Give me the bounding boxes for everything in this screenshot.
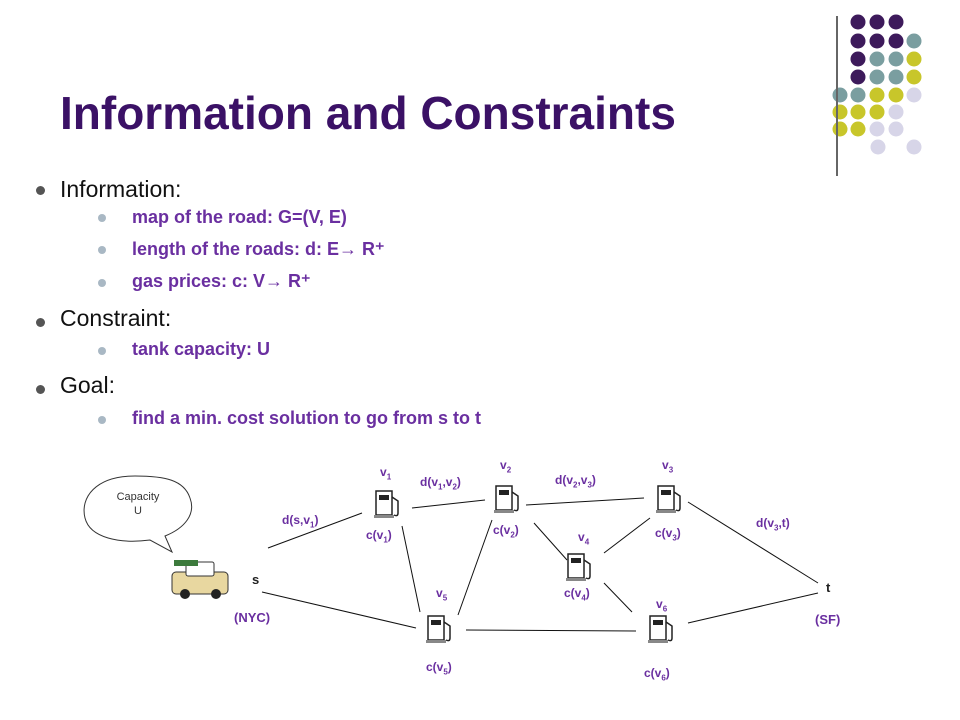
cost-v6: c(v6)	[644, 666, 670, 683]
decorative-dot	[888, 87, 904, 103]
sub-bullet-dot	[98, 279, 106, 287]
decorative-dot	[832, 87, 848, 103]
decorative-dot	[869, 69, 885, 85]
edge-v1-v2	[411, 499, 486, 509]
cost-v5: c(v5)	[426, 660, 452, 677]
decorative-dot	[850, 51, 866, 67]
edge-label-v2-v3: d(v2,v3)	[555, 473, 596, 490]
gas-pump-icon	[494, 485, 519, 513]
decorative-dot	[850, 87, 866, 103]
page-title: Information and Constraints	[60, 87, 676, 139]
node-v5-label: v5	[436, 586, 448, 603]
decorative-dot	[906, 87, 922, 103]
gas-pump-icon	[566, 553, 591, 581]
cost-v3: c(v3)	[655, 526, 681, 543]
edge-s-v1	[267, 512, 363, 549]
bullet-constraint: Constraint:	[60, 305, 172, 331]
decorative-dot	[870, 139, 886, 155]
edge-v2-v4	[533, 522, 568, 561]
graph-diagram	[83, 475, 819, 643]
node-v1-label: v1	[380, 465, 392, 482]
decorative-dot	[850, 33, 866, 49]
edge-v2-v3	[525, 497, 645, 506]
decorative-dot	[850, 104, 866, 120]
decorative-dot	[869, 104, 885, 120]
bullet-dot	[36, 385, 45, 394]
node-s-city: (NYC)	[234, 610, 271, 625]
decorative-dot-grid	[832, 14, 922, 155]
bullet-information: Information:	[60, 176, 182, 202]
node-t-city: (SF)	[815, 612, 841, 627]
decorative-dot	[869, 87, 885, 103]
edge-v4-v6	[603, 582, 633, 613]
sub-bullet-dot	[98, 347, 106, 355]
decorative-dot	[888, 33, 904, 49]
cost-v4: c(v4)	[564, 586, 590, 603]
sub-bullet-gas: gas prices: c: V→ R⁺	[132, 271, 311, 291]
gas-pump-icon	[648, 615, 673, 643]
node-v4-label: v4	[578, 530, 590, 547]
edge-v5-v6	[465, 629, 637, 632]
sub-bullet-dot	[98, 246, 106, 254]
decorative-vertical-line	[836, 16, 838, 176]
sub-bullet-dot	[98, 416, 106, 424]
bullet-goal: Goal:	[60, 372, 115, 398]
decorative-dot	[850, 121, 866, 137]
speech-bubble	[83, 475, 192, 554]
bullet-dot	[36, 186, 45, 195]
sub-bullet-length: length of the roads: d: E→ R⁺	[132, 239, 385, 259]
edge-label-v1-v2: d(v1,v2)	[420, 475, 461, 492]
edge-label-v3-t: d(v3,t)	[756, 516, 790, 533]
decorative-dot	[906, 33, 922, 49]
decorative-dot	[832, 104, 848, 120]
decorative-dot	[888, 14, 904, 30]
edge-v3-t	[687, 501, 819, 584]
sub-bullet-capacity: tank capacity: U	[132, 339, 271, 359]
decorative-dot	[869, 121, 885, 137]
cost-v1: c(v1)	[366, 528, 392, 545]
decorative-dot	[888, 51, 904, 67]
edge-v6-t	[687, 592, 819, 624]
node-s-label: s	[252, 572, 260, 587]
edge-v2-v5	[457, 519, 493, 616]
decorative-dot	[869, 51, 885, 67]
decorative-dot	[832, 121, 848, 137]
edge-v1-v5	[401, 525, 421, 613]
car-icon	[171, 560, 229, 599]
node-v2-label: v2	[500, 458, 512, 475]
decorative-dot	[850, 69, 866, 85]
decorative-dot	[850, 14, 866, 30]
sub-bullet-dot	[98, 214, 106, 222]
decorative-dot	[888, 69, 904, 85]
edge-s-v5	[261, 591, 417, 629]
gas-pump-icon	[374, 490, 399, 518]
sub-bullet-find: find a min. cost solution to go from s t…	[132, 408, 481, 428]
cost-v2: c(v2)	[493, 523, 519, 540]
edge-label-s-v1: d(s,v1)	[282, 513, 319, 530]
gas-pump-icon	[656, 485, 681, 513]
edge-v4-v3	[603, 517, 651, 554]
decorative-dot	[906, 139, 922, 155]
gas-pump-icon	[426, 615, 451, 643]
bullet-dot	[36, 318, 45, 327]
decorative-dot	[888, 104, 904, 120]
decorative-dot	[869, 14, 885, 30]
sub-bullet-map: map of the road: G=(V, E)	[132, 207, 347, 227]
decorative-dot	[906, 69, 922, 85]
node-v6-label: v6	[656, 597, 668, 614]
decorative-dot	[869, 33, 885, 49]
decorative-dot	[888, 121, 904, 137]
decorative-dot	[906, 51, 922, 67]
node-v3-label: v3	[662, 458, 674, 475]
node-t-label: t	[826, 580, 831, 595]
